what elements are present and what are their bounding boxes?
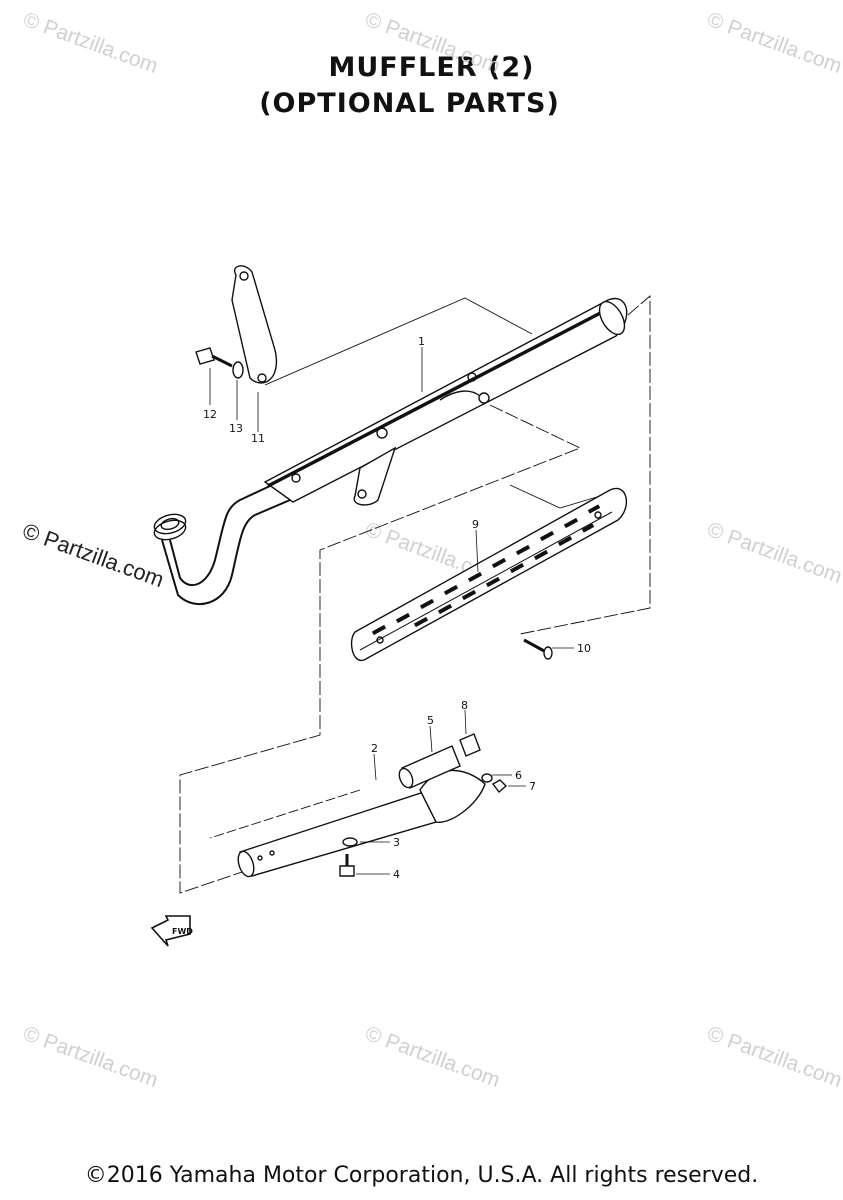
leader-line [373, 753, 377, 781]
heat-protector [350, 487, 628, 661]
diagram-title: MUFFLER (2) [328, 52, 535, 83]
stay-bracket [231, 265, 278, 384]
nut-7 [491, 779, 508, 794]
washer-6 [481, 773, 493, 783]
callout-4: 4 [393, 868, 400, 881]
callout-12: 12 [203, 408, 217, 421]
washer-13 [232, 361, 244, 379]
callout-8: 8 [461, 699, 468, 712]
mount-hole [376, 427, 388, 439]
bolt-8 [459, 733, 481, 757]
guide-line [264, 297, 533, 386]
protector-hole [376, 636, 384, 644]
copyright-footer: ©2016 Yamaha Motor Corporation, U.S.A. A… [84, 1163, 759, 1188]
bolt-4 [339, 854, 355, 877]
fwd-label: FWD [172, 927, 193, 936]
bolt-12 [195, 347, 233, 368]
callout-6: 6 [515, 769, 522, 782]
leader-line [429, 725, 433, 753]
callout-5: 5 [427, 714, 434, 727]
callout-10: 10 [577, 642, 591, 655]
mount-hole [478, 392, 490, 404]
silencer-2 [237, 769, 486, 878]
guide-line [179, 404, 582, 894]
screw-10 [523, 638, 553, 660]
washer-3 [342, 837, 358, 847]
muffler-main-body [263, 297, 628, 503]
mount-hole [467, 372, 477, 382]
callout-7: 7 [529, 780, 536, 793]
guide-line [209, 789, 361, 839]
callout-13: 13 [229, 422, 243, 435]
exhaust-pipe [169, 485, 271, 587]
pipe-5 [398, 745, 461, 789]
leader-line [475, 529, 479, 573]
protector-hole [594, 511, 602, 519]
callout-1: 1 [418, 335, 425, 348]
callout-9: 9 [472, 518, 479, 531]
callout-3: 3 [393, 836, 400, 849]
callout-11: 11 [251, 432, 265, 445]
leader-line [464, 709, 467, 735]
ring-nut [153, 513, 187, 541]
callout-2: 2 [371, 742, 378, 755]
diagram-subtitle: (OPTIONAL PARTS) [259, 88, 560, 119]
mount-hole [291, 473, 301, 483]
fwd-arrow: FWD [150, 915, 193, 947]
protector-slots [371, 504, 601, 636]
